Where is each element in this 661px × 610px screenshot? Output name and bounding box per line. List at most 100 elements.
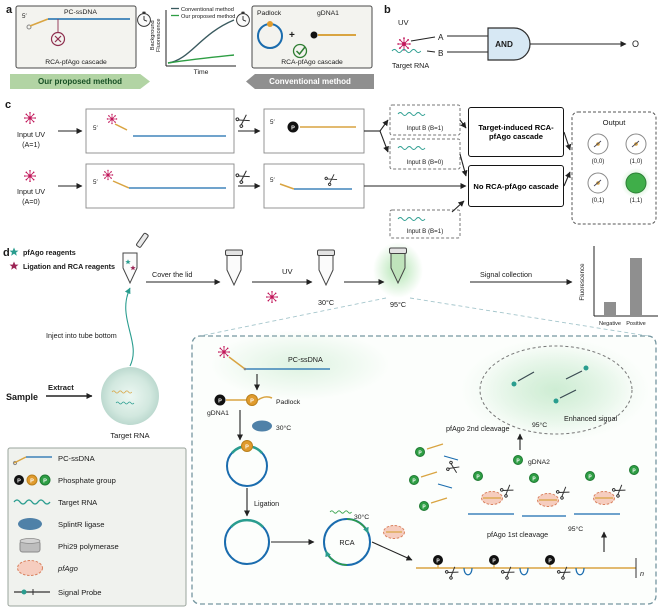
output-state-11: (1,1) [630,197,643,204]
p-badge-label: P [632,469,636,475]
sample-label: Sample [6,392,38,402]
rca-product-strand [416,555,637,578]
legend-target-rna: Target RNA [58,498,98,507]
panel-a-label: a [6,4,13,16]
pfago-reagent-star-icon [9,247,19,256]
temp-95-label: 95°C [390,300,406,309]
output-state-00: (0,0) [592,158,605,165]
flow-arrows-c [58,119,572,213]
uv-burst-icon [23,169,37,183]
five-prime-label: 5′ [93,179,98,186]
mech-padlock-label: Padlock [276,399,301,406]
conventional-cascade-label: RCA-pfAgo cascade [281,59,343,66]
five-prime-label: 5′ [93,125,98,132]
panel-c-label: c [5,99,11,111]
target-induced-cascade-box: Target-induced RCA-pfAgo cascade [468,107,564,157]
check-icon [292,43,308,59]
p-badge-label: P [218,399,222,405]
uv-burst-icon [265,290,279,304]
signal-probe-icon [14,589,50,595]
uv-burst-icon [102,169,114,181]
uv-burst-icon [23,111,37,125]
input-uv-a1-line1: Input UV [17,130,45,139]
mech-ligation-label: Ligation [254,499,279,508]
p-badge-label: P [30,479,34,485]
p-badge-label: P [548,559,552,565]
released-gdna1-strand [287,121,356,133]
inject-label: Inject into tube bottom [46,331,117,340]
mech-gdna1-label: gDNA1 [207,410,229,417]
pfago-reagents-label: pfAgo reagents [23,248,76,257]
clock-icon [137,11,151,27]
panel-b-label: b [384,4,391,16]
chart-ylabel: Background Fluorescence [149,18,162,53]
legend-phosphate: Phosphate group [58,476,116,485]
output-o-label: O [632,39,639,49]
proposed-cascade-label: RCA-pfAgo cascade [45,59,107,66]
no-cascade-box: No RCA-pfAgo cascade [468,165,564,207]
p-badge-label: P [412,479,416,485]
p-badge-label: P [291,126,295,132]
temp-95-label: 95°C [568,525,583,533]
five-prime-label: 5′ [270,119,275,126]
p-badge-label: P [245,445,249,451]
pc-ssdna-label: PC-ssDNA [64,9,97,16]
inject-path [124,287,134,367]
p-badge-label: P [250,399,254,405]
intact-strand [112,180,226,189]
and-gate-wiring [410,35,488,53]
five-prime-label: 5′ [270,177,275,184]
output-box [571,111,657,225]
bar-positive-label: Positive [626,321,646,327]
legend-pc-ssdna: PC-ssDNA [58,454,96,463]
p-badge-label: P [422,505,426,511]
bar-negative-label: Negative [599,321,621,327]
phi29-polymerase-icon [19,538,41,553]
and-gate-label: AND [495,40,513,49]
legend-box [7,447,187,607]
tube-incubation-icon [317,249,335,286]
mech-gdna2-label: gDNA2 [528,459,550,466]
mech-second-cleavage-label: pfAgo 2nd cleavage [446,424,510,433]
input-b1-box-2 [389,209,461,239]
ligation-reagents-label: Ligation and RCA reagents [23,262,115,271]
temp-30-label: 30°C [318,298,334,307]
pc-ssdna-icon [12,456,52,466]
uv-burst-icon [106,113,118,125]
output-state-10: (1,0) [630,158,643,165]
input-b1-bottom-label: Input B (B=1) [407,228,444,235]
conventional-method-banner: Conventional method [246,74,374,89]
output-title: Output [603,118,627,127]
input-a-label: A [438,33,444,42]
clock-icon [236,11,250,27]
input-b-label: B [438,49,444,58]
output-state-01: (0,1) [592,197,605,204]
bar-positive [630,258,642,316]
plus-sign: + [289,30,295,41]
input-b0-label: Input B (B=0) [407,159,444,166]
p-badge-label: P [476,475,480,481]
gdna1-label: gDNA1 [317,10,339,17]
ligated-circle [224,518,270,565]
p-badge-label: P [588,475,592,481]
mech-pc-ssdna-strand [228,356,330,371]
mech-enhanced-label: Enhanced signal [564,414,618,423]
blocked-icon [50,31,66,47]
chart-xlabel: Time [194,69,209,76]
first-cleavage-products [468,455,639,517]
mech-first-cleavage-label: pfAgo 1st cleavage [487,530,548,539]
rna-wave-icon [391,48,422,54]
gdna1-padlock-row [214,394,273,406]
legend-phi29: Phi29 polymerase [58,542,119,551]
pc-ssdna-strand [26,18,130,32]
enhanced-signal-ellipse [479,345,633,435]
proposed-method-banner: Our proposed method [10,74,150,89]
pfago-icon [17,560,43,576]
splintr-blob [252,420,272,432]
legend-signal-probe: Signal Probe [58,588,101,597]
uv-step-label: UV [282,267,293,276]
strand-box-a0-after [263,163,365,209]
sample-circle [101,367,159,425]
panel-d-label: d [3,247,10,259]
